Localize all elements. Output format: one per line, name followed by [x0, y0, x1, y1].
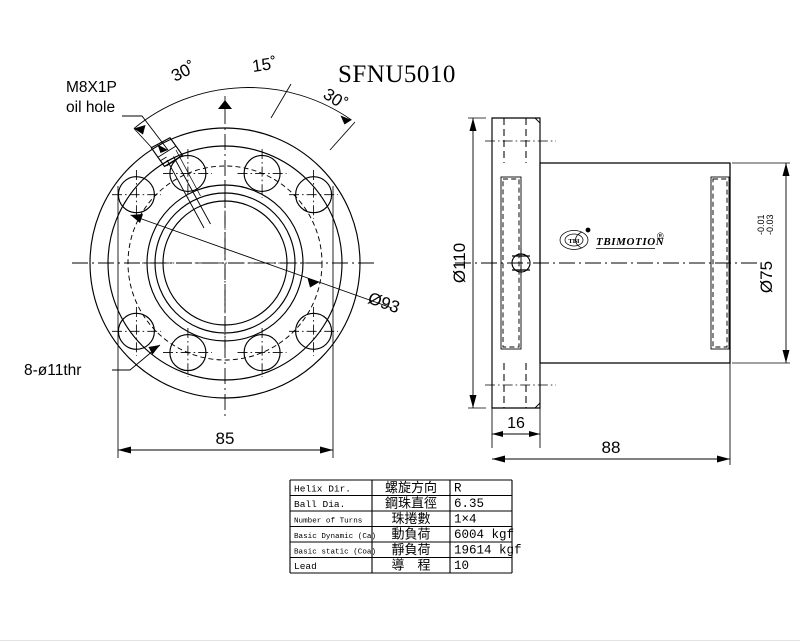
- ball-track-outline-left: [500, 176, 522, 350]
- tbimotion-wordmark: TBIMOTION: [596, 236, 665, 248]
- table-cell-english: Ball Dia.: [294, 499, 345, 510]
- oil-hole-thread-label: M8X1P: [66, 79, 117, 96]
- table-cell-english: Lead: [294, 561, 317, 572]
- front-view-group: Ø93 30˚ 15˚ 30˚ M8X1P oil hole: [24, 54, 402, 458]
- tbi-logo-mark: TBI: [559, 227, 591, 250]
- oil-hole-port: [150, 137, 211, 229]
- spec-table-grid: [289, 479, 513, 574]
- side-view-group: TBI TBIMOTION ® Ø110 Ø75 -0.01 -0.03: [450, 117, 790, 465]
- ball-track-hidden-right: [712, 178, 728, 348]
- flange-thickness-label: 16: [507, 415, 525, 432]
- table-cell-chinese: 動負荷: [391, 527, 430, 542]
- table-cell-chinese: 鋼珠直徑: [385, 496, 437, 511]
- table-cell-chinese: 珠捲數: [391, 512, 430, 527]
- table-cell-value: 6.35: [454, 497, 484, 511]
- angle-dim-group: 30˚ 15˚ 30˚: [133, 54, 356, 151]
- flange-step-circle: [107, 145, 343, 381]
- table-cell-english: Basic Dynamic (Ca): [294, 533, 376, 541]
- table-row: Ball Dia. 鋼珠直徑 6.35: [294, 496, 484, 511]
- ball-track-hidden-left: [502, 178, 520, 348]
- nut-tol-upper-label: -0.01: [756, 214, 766, 235]
- table-cell-english: Number of Turns: [294, 517, 362, 525]
- table-cell-value: 6004 kgf: [454, 528, 514, 542]
- nut-diameter-label: Ø75: [757, 261, 776, 293]
- bolt-circle: [127, 165, 323, 361]
- table-cell-english: Helix Dir.: [294, 483, 351, 494]
- angle-right-label: 30˚: [320, 84, 351, 113]
- bolt-hole: [163, 328, 212, 377]
- side-oil-hole: [511, 248, 531, 278]
- bolt-hole: [237, 149, 287, 198]
- flange-outer-circle: [89, 127, 361, 399]
- angle-center-label: 15˚: [251, 54, 278, 76]
- oil-hole-note: M8X1P oil hole: [66, 79, 169, 153]
- table-row: Basic static (Coa) 靜負荷 19614 kgf: [294, 543, 522, 558]
- nut-tol-lower-label: -0.03: [765, 214, 775, 235]
- table-cell-value: R: [454, 481, 462, 495]
- table-row: Number of Turns 珠捲數 1×4: [294, 512, 477, 527]
- tbimotion-logo: TBI TBIMOTION ®: [559, 227, 665, 250]
- flange-diameter-dim: Ø110: [450, 117, 486, 409]
- table-cell-chinese: 靜負荷: [391, 543, 430, 558]
- flange-thickness-dim: 16: [491, 408, 541, 448]
- angle-left-label: 30˚: [168, 57, 199, 85]
- bolt-hole: [237, 328, 287, 377]
- drawing-title: SFNU5010: [338, 61, 456, 88]
- total-length-label: 88: [602, 438, 621, 457]
- bolt-hole: [289, 307, 338, 356]
- table-row: Lead 導 程 10: [294, 558, 469, 573]
- table-row: Basic Dynamic (Ca) 動負荷 6004 kgf: [294, 527, 514, 542]
- table-cell-english: Basic static (Coa): [294, 548, 376, 556]
- total-length-dim: 88: [492, 363, 731, 465]
- bolt-hole-note: 8-ø11thr: [24, 344, 161, 379]
- nut-diameter-dim: Ø75 -0.01 -0.03: [732, 162, 790, 364]
- bolt-circle-dim-label: Ø93: [366, 288, 403, 317]
- table-cell-chinese: 螺旋方向: [385, 480, 437, 496]
- bolt-hole: [289, 170, 338, 219]
- table-row: Helix Dir. 螺旋方向 R: [294, 480, 462, 496]
- bolt-hole-group: [112, 149, 338, 377]
- flange-width-label: 85: [216, 429, 235, 448]
- tbi-mark-text: TBI: [568, 238, 580, 245]
- table-cell-chinese: 導 程: [391, 558, 430, 573]
- table-cell-value: 10: [454, 559, 469, 573]
- flange-width-dim: 85: [117, 186, 334, 458]
- bolt-circle-dim: Ø93: [130, 214, 403, 317]
- ball-track-outline-right: [710, 176, 730, 350]
- bolt-hole-note-label: 8-ø11thr: [24, 362, 81, 379]
- oil-hole-note-label: oil hole: [66, 99, 115, 116]
- bolt-hole: [163, 149, 212, 198]
- logo-registered-mark: ®: [657, 231, 664, 241]
- table-cell-value: 19614 kgf: [454, 543, 522, 557]
- table-cell-value: 1×4: [454, 512, 477, 526]
- flange-diameter-label: Ø110: [450, 243, 469, 283]
